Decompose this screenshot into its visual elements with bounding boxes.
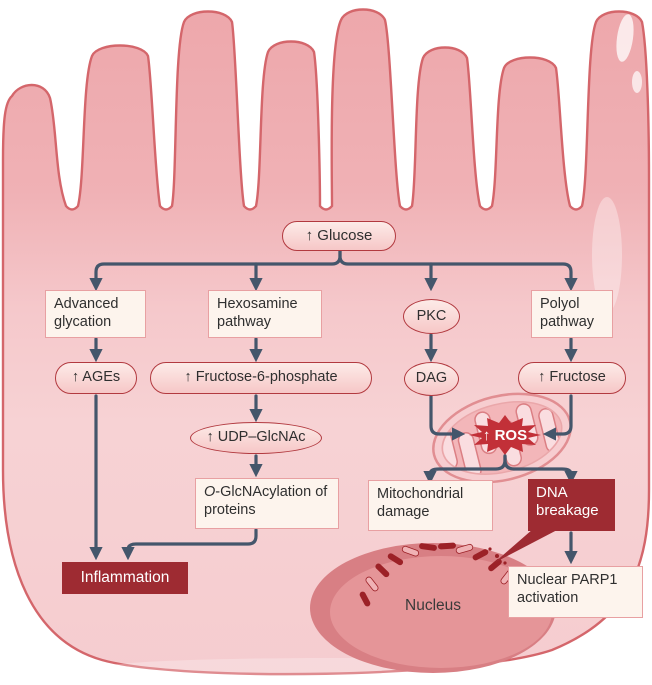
node-fructose: ↑ Fructose bbox=[518, 362, 626, 394]
node-fructose-6-phosphate: ↑ Fructose-6-phosphate bbox=[150, 362, 372, 394]
ros-starburst bbox=[469, 415, 541, 455]
villus-highlight-small bbox=[632, 71, 642, 93]
node-dag: DAG bbox=[404, 362, 459, 396]
node-hexosamine-pathway: Hexosamine pathway bbox=[208, 290, 322, 338]
node-nuclear-parp1: Nuclear PARP1 activation bbox=[508, 566, 643, 618]
dna-breakage-tail bbox=[494, 529, 559, 563]
villus-highlight bbox=[616, 14, 634, 62]
node-glucose: ↑ Glucose bbox=[282, 221, 396, 251]
node-ages: ↑ AGEs bbox=[55, 362, 137, 394]
node-oglcnacylation: O-GlcNAcylation of proteins bbox=[195, 478, 339, 529]
flow-arrows bbox=[89, 247, 578, 565]
nucleus-shape bbox=[310, 543, 556, 673]
node-dna-breakage: DNA breakage bbox=[528, 479, 615, 531]
nucleus-label: Nucleus bbox=[405, 597, 461, 614]
node-udp-glcnac: ↑ UDP–GlcNAc bbox=[190, 422, 322, 454]
node-mitochondrial-damage: Mitochondrial damage bbox=[368, 480, 493, 531]
cell-highlight bbox=[592, 197, 622, 313]
ros-label: ↑ ROS bbox=[483, 427, 527, 444]
node-pkc: PKC bbox=[403, 299, 460, 334]
arrow-dag-to-ros bbox=[429, 394, 466, 441]
arrow-oglcnacylation-to-inflammation bbox=[121, 528, 258, 561]
arrow-ros-to-dnabreakage bbox=[503, 454, 578, 485]
arrow-glucose-to-polyol bbox=[338, 247, 578, 292]
arrow-fructose-to-ros bbox=[542, 394, 573, 441]
node-inflammation: Inflammation bbox=[62, 562, 188, 594]
node-advanced-glycation: Advanced glycation bbox=[45, 290, 146, 338]
node-polyol-pathway: Polyol pathway bbox=[531, 290, 613, 338]
